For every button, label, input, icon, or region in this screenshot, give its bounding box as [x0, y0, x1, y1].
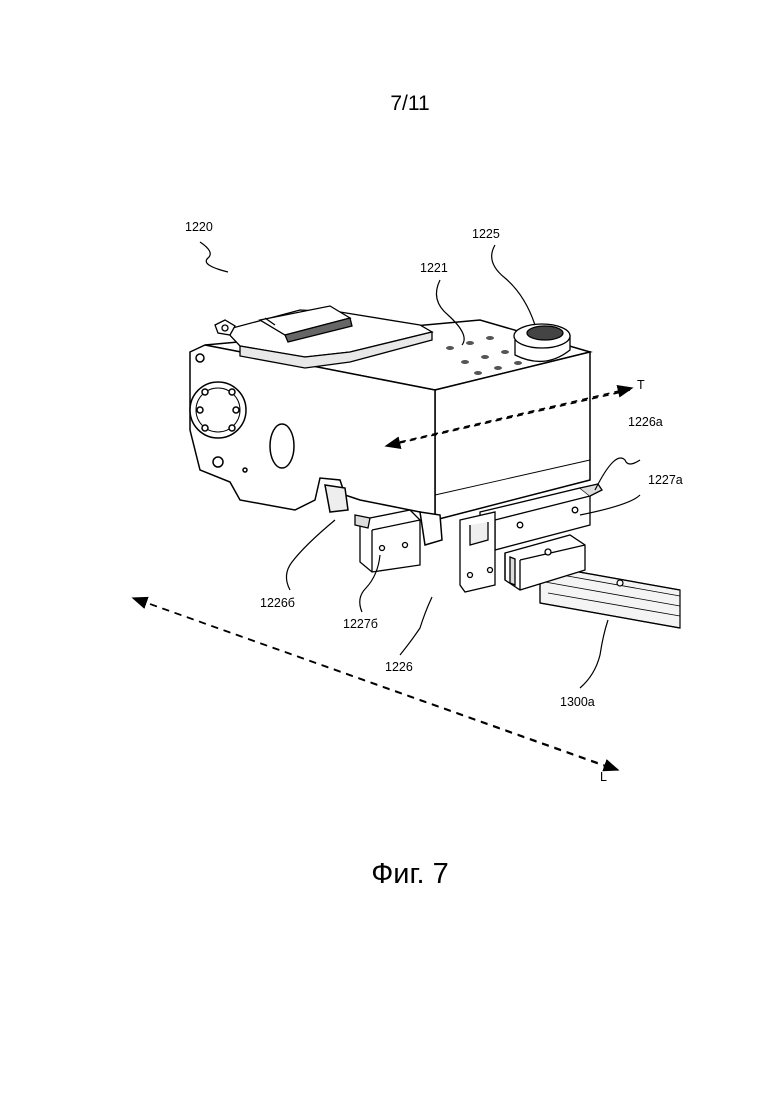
label-1226: 1226 — [385, 660, 413, 674]
label-1227a: 1227a — [648, 473, 683, 487]
label-1221: 1221 — [420, 261, 448, 275]
axis-label-t: T — [637, 378, 645, 392]
leader-1226b — [286, 520, 335, 590]
carriage-1227b — [355, 510, 420, 572]
leader-1225 — [492, 245, 535, 325]
axis-arrow-longitudinal-reverse — [150, 604, 618, 770]
knob — [514, 324, 570, 361]
leader-1226 — [400, 597, 432, 655]
figure-caption: Фиг. 7 — [300, 858, 520, 891]
label-1300a: 1300a — [560, 695, 595, 709]
label-1220: 1220 — [185, 220, 213, 234]
label-1227b: 1227б — [343, 617, 378, 631]
leader-1226a — [595, 458, 640, 490]
label-1226a: 1226a — [628, 415, 663, 429]
axis-label-l: L — [600, 770, 607, 784]
label-1226b: 1226б — [260, 596, 295, 610]
label-1225: 1225 — [472, 227, 500, 241]
mount-1226a — [460, 512, 495, 592]
leader-1300a — [580, 620, 608, 688]
leader-1220 — [200, 242, 228, 272]
